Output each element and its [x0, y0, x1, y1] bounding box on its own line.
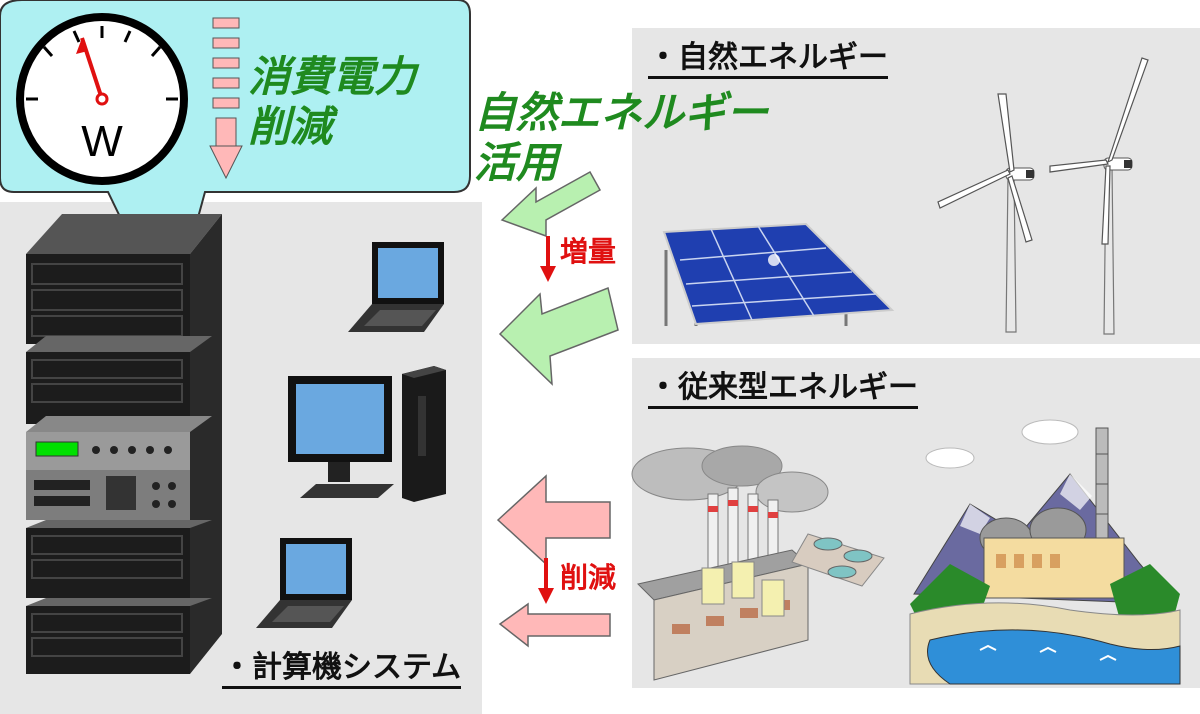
- renewable-use-label-line2: 活用: [474, 138, 559, 187]
- power-plant-icon: [909, 419, 1181, 685]
- reduction-down-arrow: [209, 17, 243, 180]
- decrease-label: 削減: [560, 561, 617, 594]
- wattmeter-symbol: W: [81, 117, 123, 166]
- red-down-arrow-decrease: [538, 558, 554, 604]
- conventional-energy-heading: ・従来型エネルギー: [648, 370, 918, 409]
- red-down-arrow-increase: [540, 236, 556, 282]
- laptop-icon: [256, 538, 352, 628]
- wind-turbine-icon: [937, 93, 1035, 333]
- server-rack-icon: [26, 214, 222, 674]
- pink-arrow-large: [496, 474, 611, 566]
- solar-panel-icon: [662, 222, 895, 326]
- factory-icon: [631, 445, 885, 681]
- green-arrow-large: [498, 286, 619, 386]
- power-reduction-label-line1: 消費電力: [248, 52, 417, 101]
- renewable-energy-heading: ・自然エネルギー: [648, 40, 888, 79]
- renewable-use-label-line1: 自然エネルギー: [474, 88, 769, 137]
- green-arrow-small: [500, 170, 602, 238]
- wattmeter-icon: W: [16, 13, 188, 185]
- power-reduction-label-line2: 削減: [248, 102, 333, 151]
- computer-system-heading: ・計算機システム: [222, 650, 462, 689]
- increase-label: 増量: [560, 235, 617, 268]
- laptop-icon: [348, 242, 444, 332]
- wind-turbine-icon: [1049, 57, 1149, 335]
- pink-arrow-small: [498, 602, 611, 648]
- desktop-pc-icon: [288, 366, 446, 502]
